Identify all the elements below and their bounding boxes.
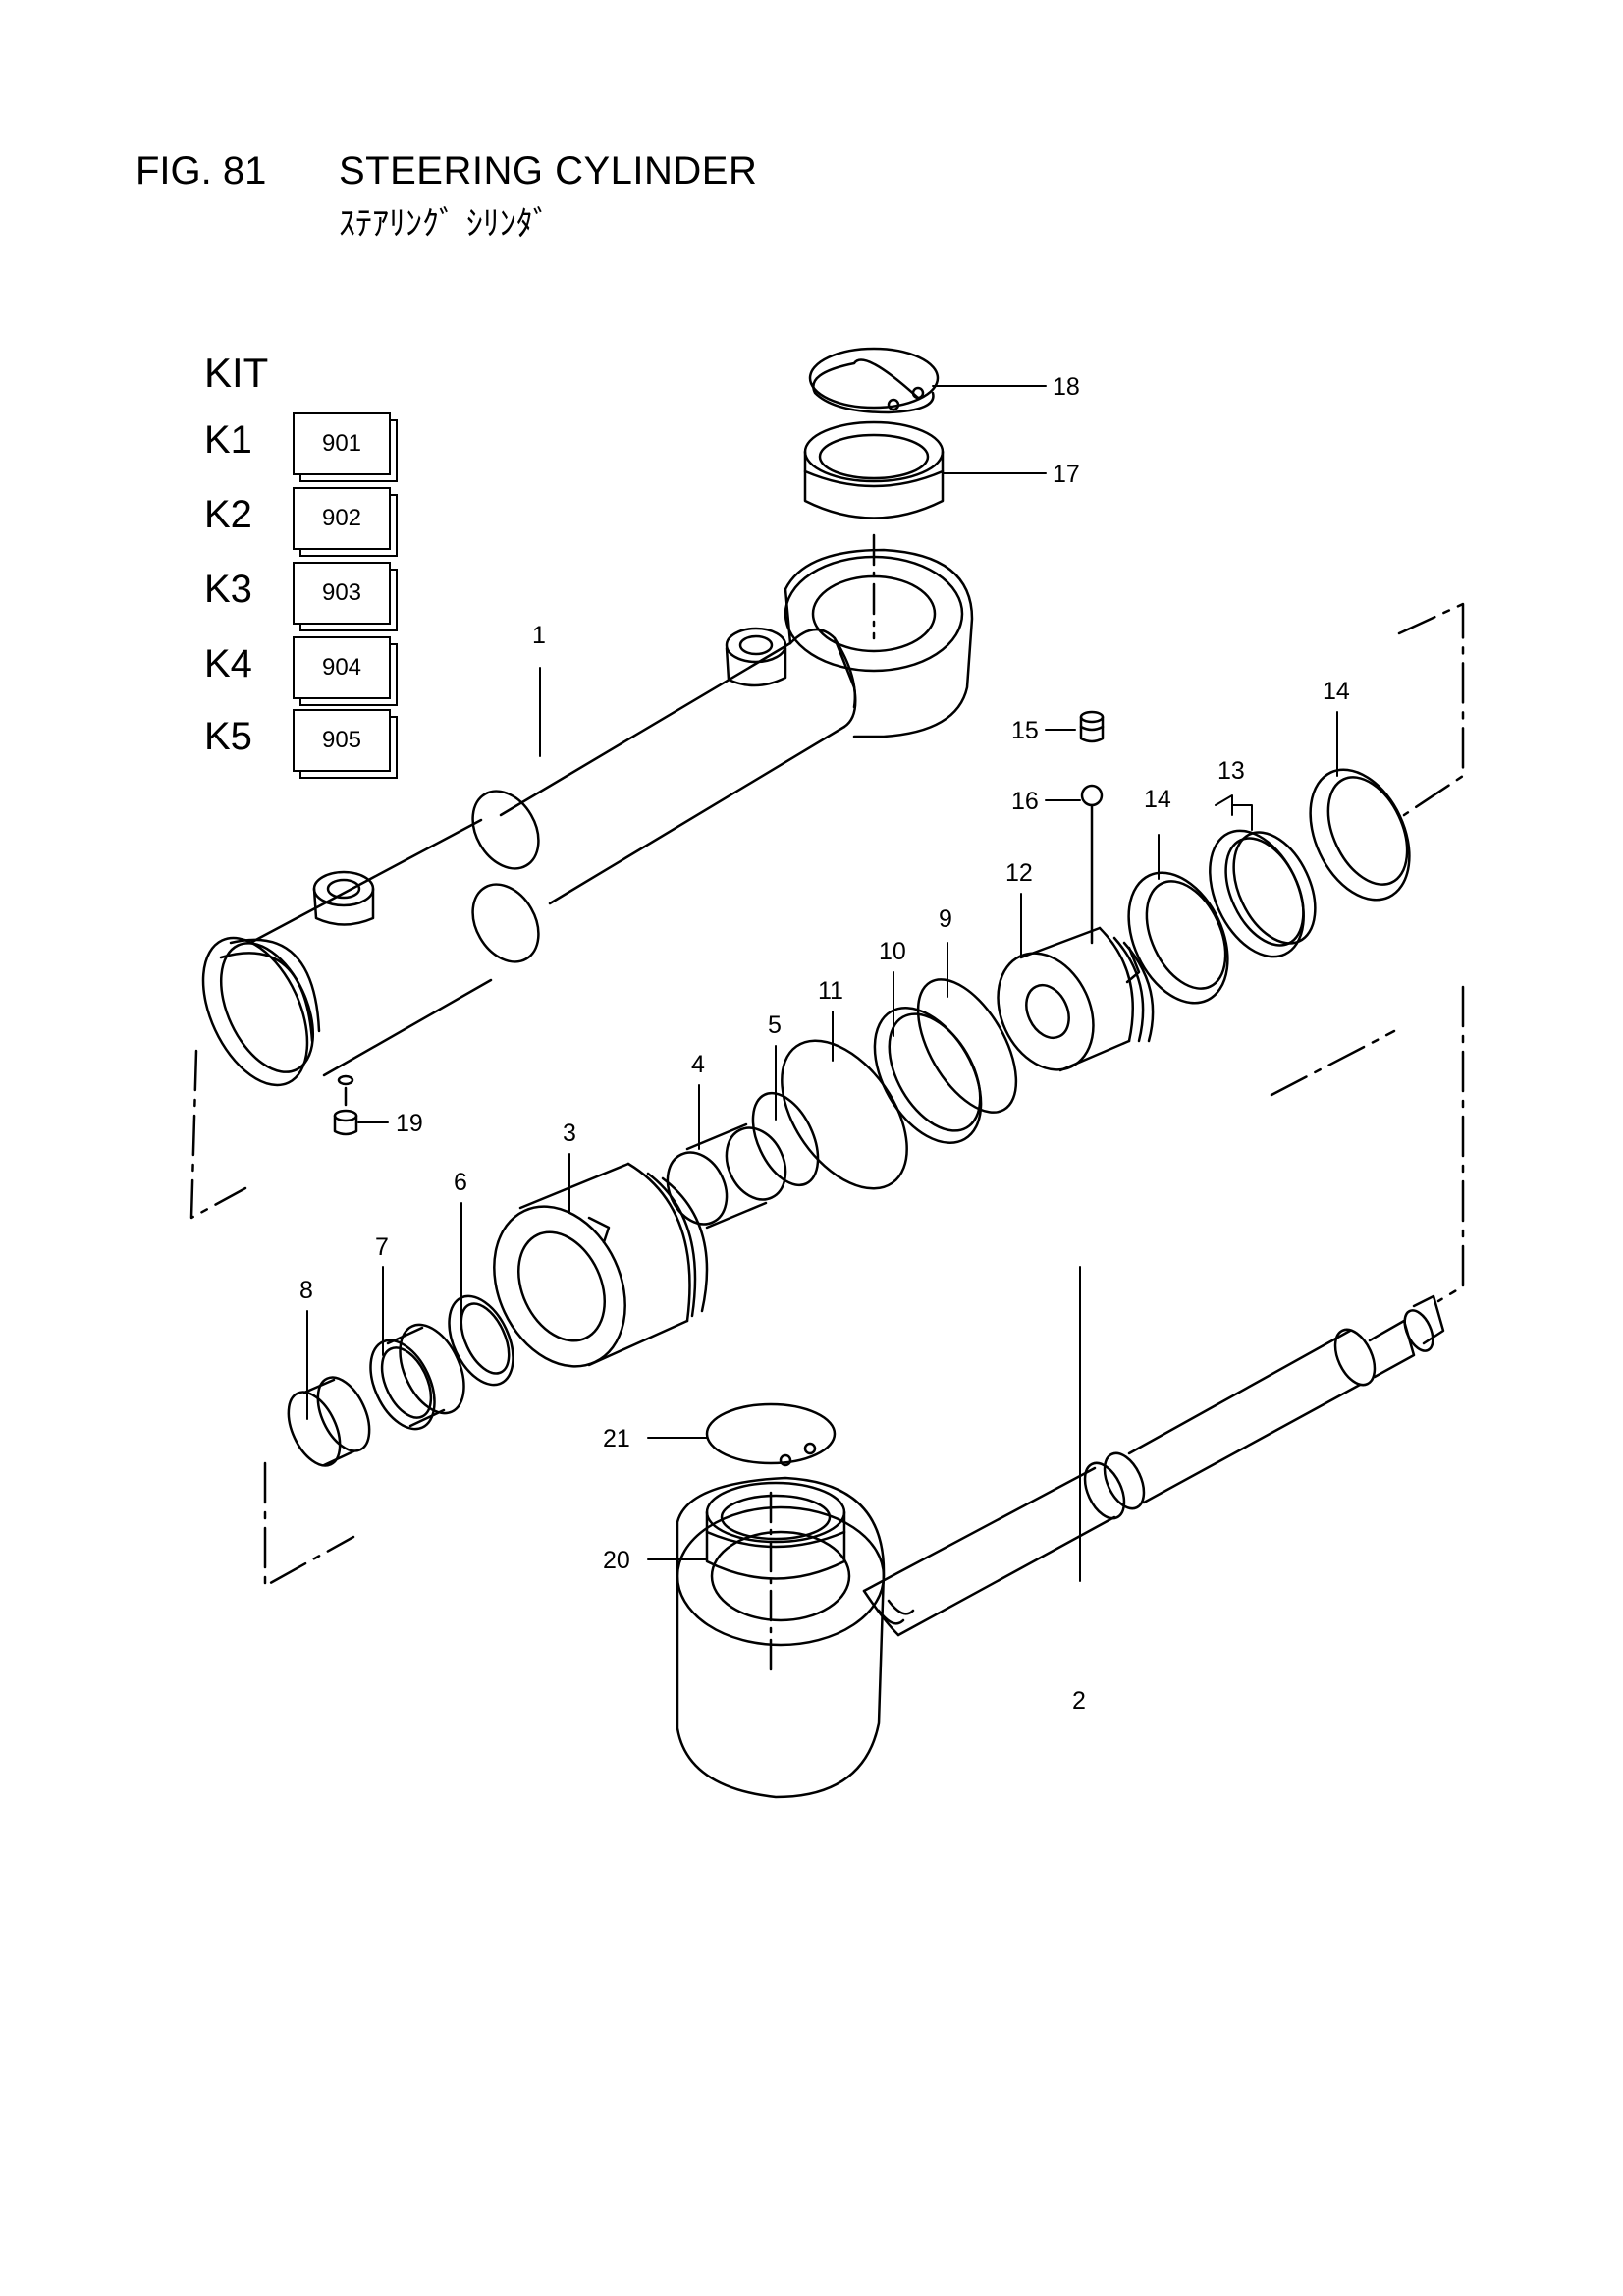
kit-code-box: 904 (293, 636, 391, 699)
seal-11 (781, 1039, 908, 1190)
seal-10 (873, 1007, 983, 1144)
page-title: STEERING CYLINDER (339, 149, 758, 192)
callout-5: 5 (768, 1011, 782, 1039)
kit-row-k2: K2 902 (204, 487, 420, 550)
gland-3 (493, 1162, 709, 1368)
kit-label: K5 (204, 715, 252, 758)
callout-15: 15 (1011, 717, 1039, 744)
kit-row-k1: K1 901 (204, 412, 420, 475)
leader-lines (306, 385, 1338, 1582)
wear-ring-14b (1309, 768, 1411, 902)
kit-title: KIT (204, 350, 269, 396)
kit-row-k4: K4 904 (204, 636, 420, 699)
oring-9 (916, 978, 1018, 1114)
page-subtitle: ｽﾃｱﾘﾝｸﾞ ｼﾘﾝﾀﾞ (339, 204, 550, 244)
callout-4: 4 (691, 1051, 705, 1078)
callout-2: 2 (1072, 1687, 1086, 1715)
piston-rod (676, 985, 1465, 1799)
kit-label: K2 (204, 493, 252, 536)
seal-13 (1209, 829, 1317, 958)
callout-1: 1 (532, 622, 546, 649)
callout-11: 11 (818, 977, 843, 1005)
piston-12 (997, 926, 1155, 1072)
callout-7: 7 (375, 1233, 389, 1261)
callout-13: 13 (1217, 757, 1245, 785)
wiper-8 (263, 1376, 371, 1588)
callout-6: 6 (454, 1169, 467, 1196)
callout-21: 21 (603, 1425, 630, 1452)
bushing-20 (705, 1481, 846, 1580)
callout-8: 8 (299, 1277, 313, 1304)
kit-row-k5: K5 905 (204, 709, 420, 772)
kit-code-box: 905 (293, 709, 391, 772)
callout-9: 9 (939, 905, 952, 933)
snap-ring-18 (808, 347, 940, 414)
callout-3: 3 (563, 1120, 576, 1147)
kit-label: K4 (204, 642, 252, 685)
grease-fitting-19 (333, 1074, 358, 1136)
callout-14a: 14 (1144, 786, 1171, 813)
callout-19: 19 (396, 1110, 423, 1137)
kit-code-box: 903 (293, 562, 391, 625)
figure-number: FIG. 81 (135, 149, 267, 192)
callout-14b: 14 (1323, 678, 1350, 705)
bushing-17 (803, 420, 945, 519)
callout-18: 18 (1053, 373, 1080, 401)
callout-17: 17 (1053, 461, 1080, 488)
bushing-7 (369, 1323, 465, 1431)
kit-code-box: 901 (293, 412, 391, 475)
set-screw-15 (1079, 710, 1105, 743)
snap-ring-21 (705, 1402, 837, 1467)
bushing-4 (666, 1122, 787, 1230)
callout-20: 20 (603, 1547, 630, 1574)
snap-ring-5 (751, 1091, 820, 1187)
wear-ring-14a (1127, 871, 1229, 1005)
kit-row-k3: K3 903 (204, 562, 420, 625)
cylinder-tube (189, 533, 1465, 1220)
kit-label: K3 (204, 568, 252, 611)
seal-6 (448, 1294, 514, 1387)
callout-16: 16 (1011, 788, 1039, 815)
kit-code-box: 902 (293, 487, 391, 550)
callout-12: 12 (1005, 859, 1033, 887)
callout-10: 10 (879, 938, 906, 965)
callout-labels: 1 2 3 4 5 6 7 8 9 10 11 12 13 14 14 15 1… (299, 373, 1350, 1715)
kit-label: K1 (204, 418, 252, 462)
steel-ball-16 (1080, 784, 1104, 945)
